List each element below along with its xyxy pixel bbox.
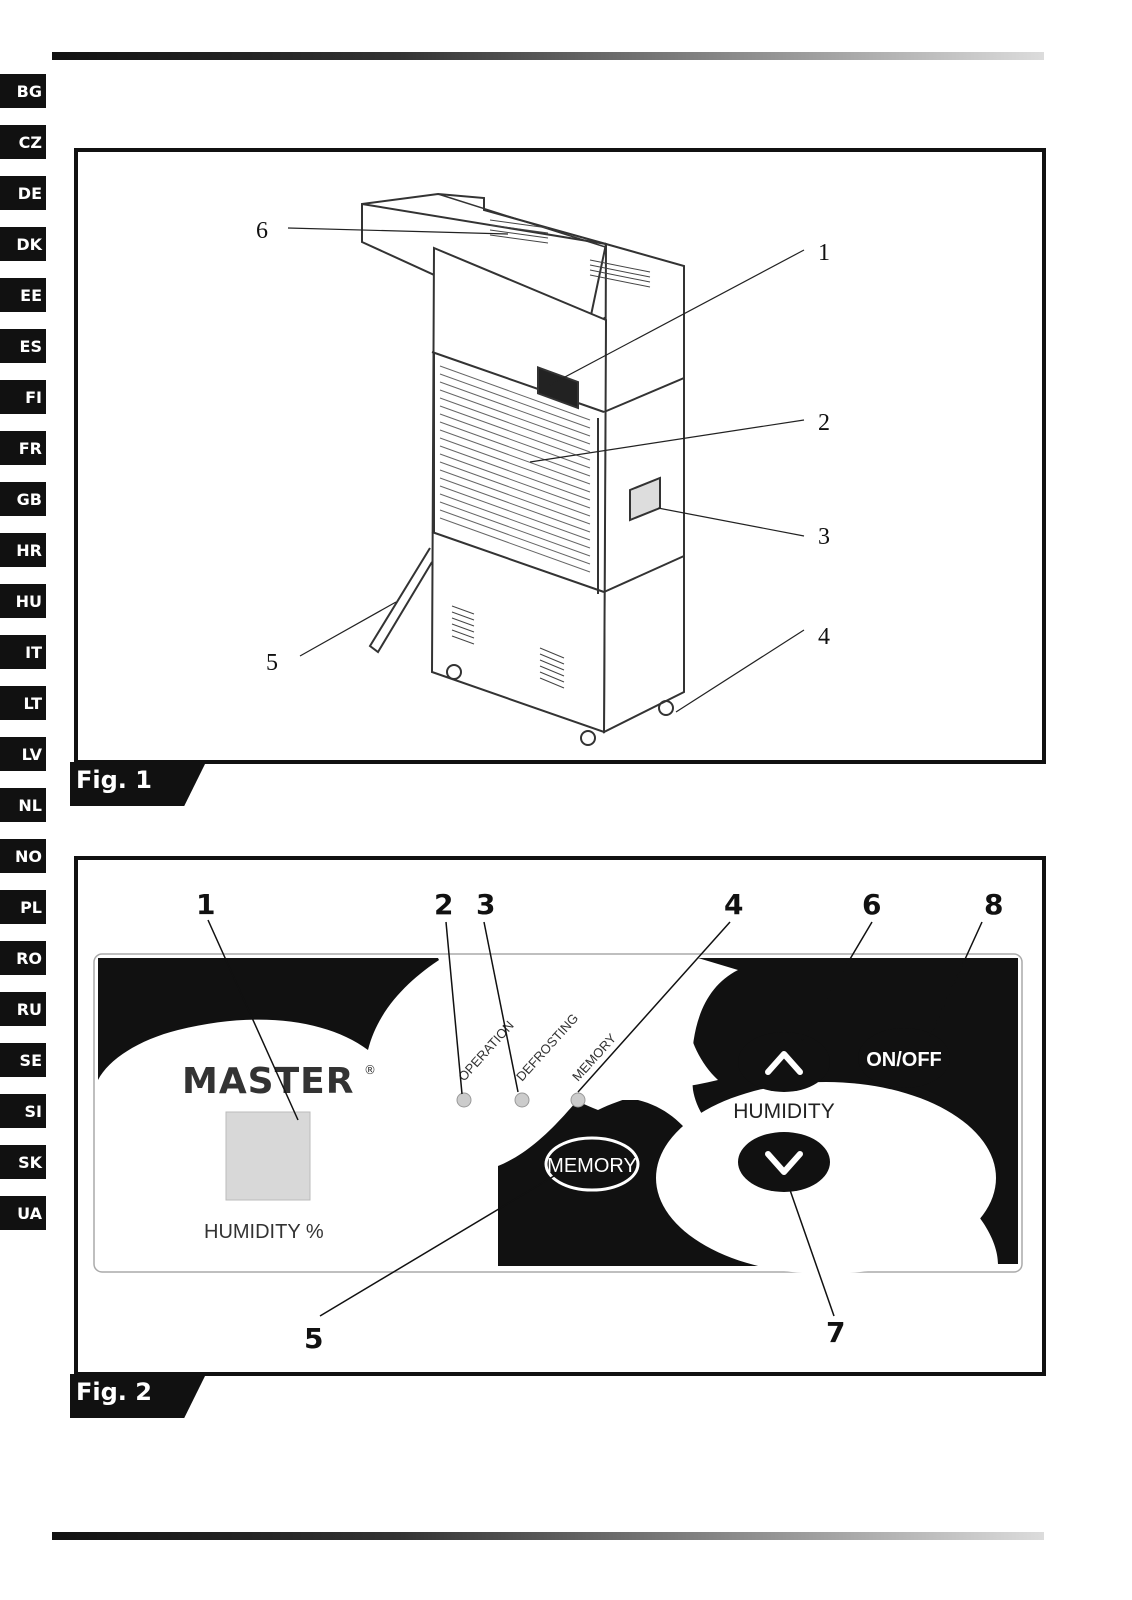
language-tab-hr[interactable]: HR [0, 533, 46, 567]
fig1-callout-5: 5 [266, 650, 278, 676]
language-tab-pl[interactable]: PL [0, 890, 46, 924]
display-label: HUMIDITY % [204, 1221, 324, 1243]
language-tab-it[interactable]: IT [0, 635, 46, 669]
bottom-rule [52, 1532, 1044, 1540]
language-tab-ee[interactable]: EE [0, 278, 46, 312]
fig2-callout-1: 1 [196, 888, 215, 921]
chevron-up-icon [765, 1051, 803, 1075]
language-tab-se[interactable]: SE [0, 1043, 46, 1077]
language-tab-ua[interactable]: UA [0, 1196, 46, 1230]
fig2-callout-6: 6 [862, 888, 881, 921]
language-tab-ru[interactable]: RU [0, 992, 46, 1026]
fig2-callout-3: 3 [476, 888, 495, 921]
language-tab-nl[interactable]: NL [0, 788, 46, 822]
language-tab-cz[interactable]: CZ [0, 125, 46, 159]
top-rule [52, 52, 1044, 60]
chevron-down-icon [765, 1151, 803, 1175]
language-tab-ro[interactable]: RO [0, 941, 46, 975]
fig2-callout-7: 7 [826, 1316, 845, 1349]
led-operation [456, 1092, 472, 1108]
language-tab-no[interactable]: NO [0, 839, 46, 873]
fig2-callout-4: 4 [724, 888, 743, 921]
figure-1-frame: 6 1 2 3 4 5 [74, 148, 1046, 764]
language-tab-de[interactable]: DE [0, 176, 46, 210]
figure-2-frame: MASTER ® HUMIDITY % OPERATION DEFROSTING… [74, 856, 1046, 1376]
fig2-callout-2: 2 [434, 888, 453, 921]
fig2-callout-5: 5 [304, 1322, 323, 1355]
brand-registered-mark: ® [364, 1063, 376, 1077]
humidity-down-button[interactable] [738, 1132, 830, 1192]
led-memory [570, 1092, 586, 1108]
language-tab-gb[interactable]: GB [0, 482, 46, 516]
fig1-callout-3: 3 [818, 524, 830, 550]
fig2-callout-8: 8 [984, 888, 1003, 921]
language-tab-fi[interactable]: FI [0, 380, 46, 414]
fig1-callout-2: 2 [818, 410, 830, 436]
language-tab-bg[interactable]: BG [0, 74, 46, 108]
language-tab-si[interactable]: SI [0, 1094, 46, 1128]
onoff-button-label: ON/OFF [866, 1049, 942, 1071]
language-tab-es[interactable]: ES [0, 329, 46, 363]
language-tab-lv[interactable]: LV [0, 737, 46, 771]
brand-logo: MASTER [182, 1061, 354, 1102]
memory-button[interactable]: MEMORY [544, 1136, 640, 1192]
humidity-label: HUMIDITY [733, 1100, 835, 1123]
language-tab-fr[interactable]: FR [0, 431, 46, 465]
figure-2-label: Fig. 2 [70, 1374, 206, 1418]
figure-1-label: Fig. 1 [70, 762, 206, 806]
language-tab-sk[interactable]: SK [0, 1145, 46, 1179]
language-tab-dk[interactable]: DK [0, 227, 46, 261]
onoff-button[interactable]: ON/OFF [858, 1028, 950, 1088]
fig1-callout-6: 6 [256, 218, 268, 244]
humidity-up-button[interactable] [738, 1032, 830, 1092]
language-tab-lt[interactable]: LT [0, 686, 46, 720]
fig1-callout-1: 1 [818, 240, 830, 266]
led-defrosting [514, 1092, 530, 1108]
control-panel-drawing: MASTER ® HUMIDITY % OPERATION DEFROSTING… [93, 888, 1023, 1355]
memory-button-label: MEMORY [547, 1155, 637, 1177]
language-tab-hu[interactable]: HU [0, 584, 46, 618]
fig1-callout-4: 4 [818, 624, 830, 650]
dehumidifier-drawing: 6 1 2 3 4 5 [256, 192, 830, 746]
